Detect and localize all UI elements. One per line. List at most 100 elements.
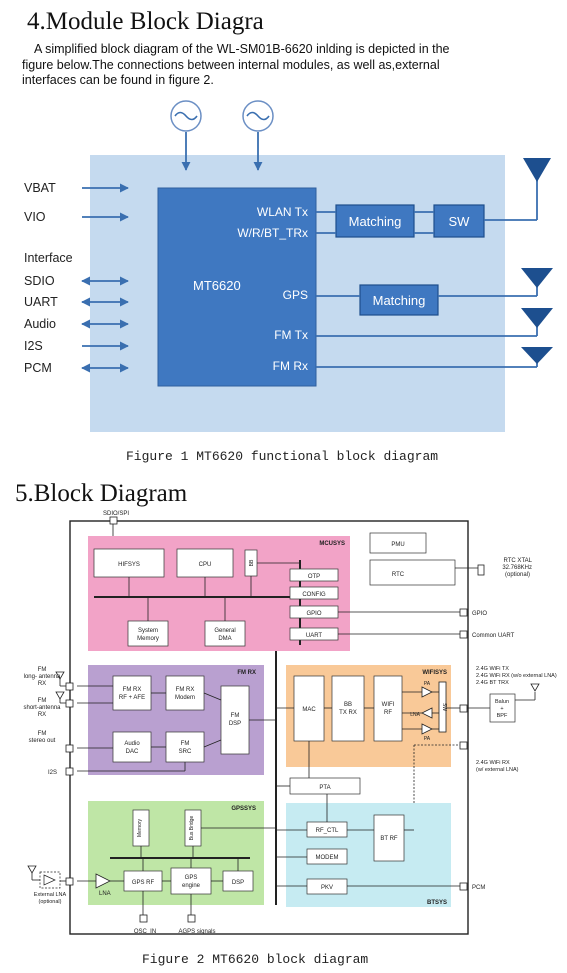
- pa-label-2: PA: [424, 736, 431, 742]
- antenna-icon: [521, 308, 553, 328]
- para-line-3: interfaces can be found in figure 2.: [22, 73, 214, 87]
- otp-box: [289, 568, 339, 582]
- matching-block-1: [335, 204, 415, 238]
- sdio-spi-label: SDIO/SPI: [103, 511, 129, 517]
- common-uart-label: Common UART: [472, 633, 515, 639]
- hifsys-label: HIFSYS: [118, 562, 140, 568]
- figure1-diagram: MT6620 WLAN Tx W/R/BT_TRx GPS FM Tx FM R…: [24, 100, 553, 432]
- antenna-icon: [530, 683, 540, 692]
- antenna-icon: [521, 347, 553, 364]
- wifi-bb-box: [331, 675, 365, 742]
- agps-label: AGPS signals: [178, 929, 215, 935]
- pkv-box: [306, 878, 348, 895]
- antenna-icon: [55, 691, 66, 704]
- mcusys-title: MCUSYS: [319, 541, 345, 547]
- wifi-rx-ext-label-1: 2.4G WiFi RX: [476, 760, 510, 766]
- matching-block-2: [359, 284, 439, 316]
- pcm-pin: [459, 882, 468, 891]
- antenna-icon: [27, 865, 40, 881]
- wifi-tx-label-3: 2.4G BT TRX: [476, 680, 509, 686]
- external-lna-label-2: (optional): [39, 899, 62, 905]
- fm-src-label-1: FM: [181, 741, 190, 747]
- gps-rf-label: GPS RF: [132, 880, 155, 886]
- pta-label: PTA: [319, 785, 330, 791]
- lna-label: LNA: [410, 712, 420, 718]
- mt6620-chip: [157, 187, 317, 387]
- section4-paragraph: A simplified block diagram of the WL-SM0…: [22, 42, 450, 89]
- gps-engine-label-2: engine: [182, 883, 201, 889]
- agps-pin: [187, 914, 196, 923]
- i2s-pin: [65, 767, 74, 776]
- fm-modem-box: [165, 675, 205, 711]
- osc-in-pin: [139, 914, 148, 923]
- fm-stereo-label-2: stereo out: [29, 738, 56, 744]
- gpio-ext-label: GPIO: [472, 611, 487, 617]
- osc-in-label: OSC_IN: [134, 929, 156, 935]
- pkv-label: PKV: [321, 885, 333, 891]
- matching-label-1: Matching: [349, 214, 402, 229]
- pmu-label: PMU: [391, 542, 404, 548]
- bt-rf-box: [373, 814, 405, 862]
- balun-label-3: BPF: [497, 713, 508, 719]
- fm-dsp-label-1: FM: [231, 713, 240, 719]
- general-dma-box: [204, 620, 246, 647]
- balun-label-2: +: [500, 706, 503, 712]
- wifi-rf-label-1: WIFI: [382, 702, 395, 708]
- pcm-label: PCM: [472, 885, 485, 891]
- oscillator-icon: [170, 100, 202, 171]
- label-vio: VIO: [24, 210, 46, 224]
- rf-ctl-label: RF_CTL: [316, 828, 339, 834]
- fm-long-pin: [65, 682, 74, 691]
- label-pcm: PCM: [24, 361, 52, 375]
- fm-short-label-2: short-antenna: [23, 705, 61, 711]
- gpio-label: GPIO: [306, 611, 321, 617]
- label-vbat: VBAT: [24, 181, 56, 195]
- i2s-label: I2S: [48, 770, 57, 776]
- fm-dsp-label-2: DSP: [229, 721, 241, 727]
- wifi-rf-box: [373, 675, 403, 742]
- gps-lna-label: LNA: [99, 891, 111, 897]
- para-line-1: A simplified block diagram of the WL-SM0…: [34, 42, 450, 56]
- mcu-bus-bridge-label: BB: [249, 559, 255, 566]
- cpu-label: CPU: [199, 562, 212, 568]
- general-dma-label-1: General: [214, 628, 235, 634]
- rtc-xtal-label-2: 32.768KHz: [502, 565, 532, 571]
- oscillator-icon: [242, 100, 274, 171]
- label-audio: Audio: [24, 317, 56, 331]
- section4-heading: 4.Module Block Diagra: [27, 8, 264, 35]
- fm-rf-afe-box: [112, 675, 152, 711]
- fm-stereo-pin: [65, 744, 74, 753]
- uart-pin: [459, 630, 468, 639]
- external-lna-label-1: External LNA: [34, 892, 67, 898]
- uart-label: UART: [306, 633, 323, 639]
- matching-label-2: Matching: [373, 293, 426, 308]
- fm-short-pin: [65, 699, 74, 708]
- port-bt-trx: W/R/BT_TRx: [237, 226, 308, 240]
- otp-label: OTP: [308, 574, 320, 580]
- wifi-switch-box: [438, 681, 447, 733]
- fm-short-label-1: FM: [38, 698, 47, 704]
- fm-rf-afe-label-1: FM RX: [123, 687, 142, 693]
- gpio-pin: [459, 608, 468, 617]
- audio-dac-box: [112, 731, 152, 763]
- wifi-tx-label-1: 2.4G WiFi TX: [476, 666, 509, 672]
- wifi-bb-label-1: BB: [344, 702, 352, 708]
- port-fm-tx: FM Tx: [274, 328, 308, 342]
- gps-memory-label: Memory: [137, 818, 143, 837]
- figure2-caption: Figure 2 MT6620 block diagram: [142, 952, 369, 967]
- figure1-caption: Figure 1 MT6620 functional block diagram: [126, 449, 439, 464]
- fmrx-title: FM RX: [237, 670, 256, 676]
- config-box: [289, 586, 339, 600]
- gps-ant-pin: [65, 877, 74, 886]
- section5-heading: 5.Block Diagram: [15, 480, 188, 507]
- fm-modem-label-1: FM RX: [176, 687, 195, 693]
- external-lna-icon: [43, 874, 56, 886]
- rf-lna-pin: [459, 741, 468, 750]
- antenna-icon: [523, 158, 551, 182]
- mac-box: [293, 675, 325, 742]
- config-label: CONFIG: [302, 592, 326, 598]
- general-dma-label-2: DMA: [218, 636, 231, 642]
- mac-label: MAC: [302, 707, 316, 713]
- gps-engine-label-1: GPS: [185, 875, 198, 881]
